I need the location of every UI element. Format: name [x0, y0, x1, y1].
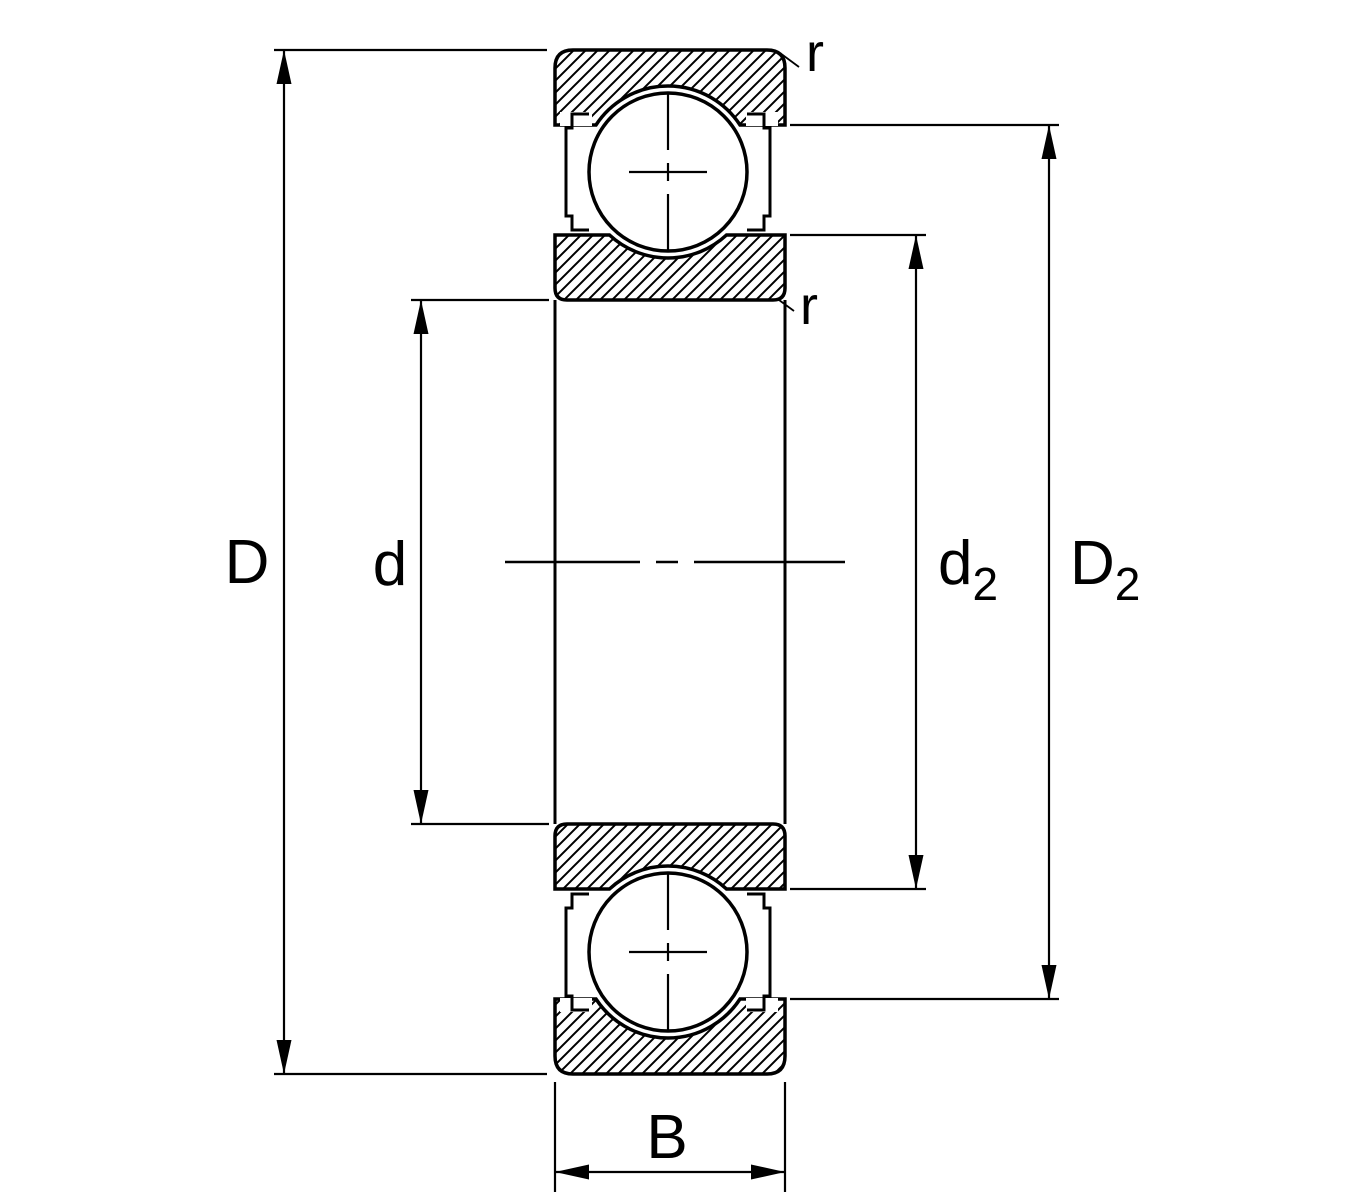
dimension-D2: D2 — [790, 123, 1140, 1001]
label-r-inner: r — [800, 276, 818, 336]
leader-line — [778, 299, 795, 312]
label-d2-base: d — [938, 529, 972, 598]
radius-annotations: r r — [778, 23, 824, 336]
arrowhead-up — [908, 235, 924, 269]
shield-bottom-left — [564, 892, 589, 1012]
label-r-outer: r — [806, 23, 824, 83]
shield-bottom-right — [747, 892, 772, 1012]
arrowhead-right — [751, 1164, 785, 1180]
label-D2-subscript: 2 — [1115, 558, 1141, 610]
inner-ring-top-section — [553, 233, 787, 302]
shield-top-right — [747, 112, 772, 232]
arrowhead-up — [276, 50, 292, 84]
label-D: D — [225, 528, 270, 597]
label-d2: d2 — [938, 529, 998, 610]
arrowhead-down — [1041, 965, 1057, 999]
dimension-d: d — [373, 298, 549, 826]
leader-line — [779, 52, 800, 68]
label-D2-base: D — [1070, 529, 1115, 598]
label-B: B — [646, 1103, 687, 1172]
arrowhead-left — [555, 1164, 589, 1180]
ball-bottom-centerlines — [629, 872, 707, 1032]
outer-ring-top-section — [553, 48, 787, 127]
bearing-cross-section — [553, 48, 787, 1076]
arrowhead-up — [413, 300, 429, 334]
arrowhead-down — [413, 790, 429, 824]
inner-ring-bottom-section — [553, 822, 787, 891]
outer-ring-bottom-section — [553, 997, 787, 1076]
dimension-B: B — [553, 1082, 787, 1192]
arrowhead-down — [908, 855, 924, 889]
label-d: d — [373, 530, 407, 599]
arrowhead-down — [276, 1040, 292, 1074]
shield-top-left — [564, 112, 589, 232]
label-d2-subscript: 2 — [972, 558, 998, 610]
arrowhead-up — [1041, 125, 1057, 159]
ball-top-centerlines — [629, 92, 707, 252]
dimension-d2: d2 — [790, 233, 998, 891]
label-D2: D2 — [1070, 529, 1140, 610]
dimension-D: D — [225, 48, 547, 1076]
